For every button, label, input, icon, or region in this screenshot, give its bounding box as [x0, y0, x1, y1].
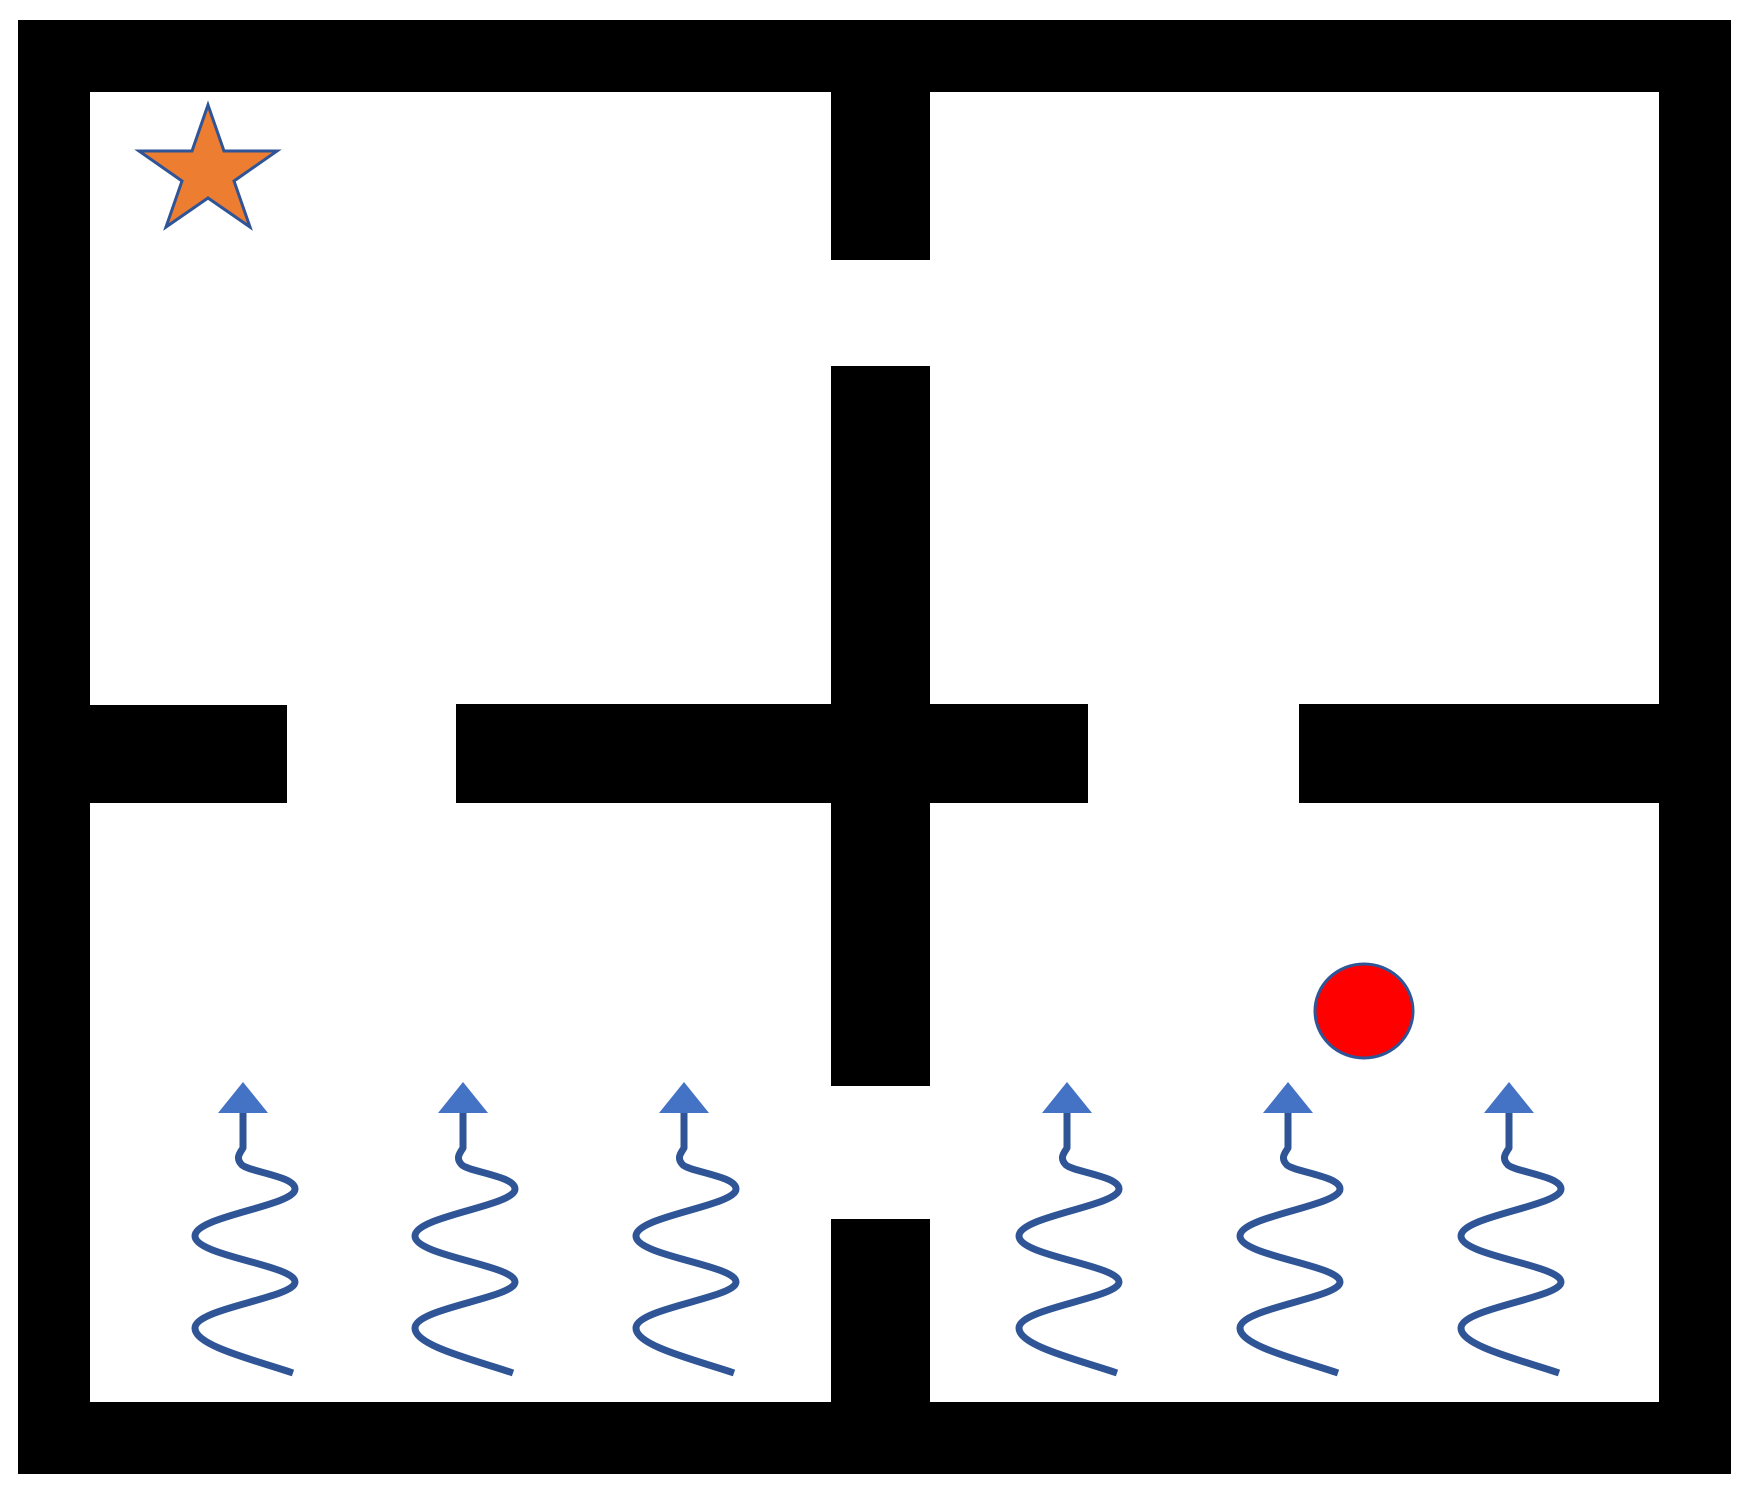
wind-wave-line — [411, 1110, 519, 1377]
agent-circle-icon — [1313, 962, 1415, 1060]
wall-vertical-bottom — [831, 1219, 930, 1402]
wind-arrowhead — [218, 1082, 268, 1113]
wind-arrowhead — [1263, 1082, 1313, 1113]
wind-arrow-icon — [191, 1082, 299, 1377]
wall-top — [18, 20, 1731, 92]
wind-wave-line — [632, 1110, 740, 1377]
wall-right — [1659, 20, 1731, 1474]
wind-wave-line — [1457, 1110, 1565, 1377]
wall-bottom — [18, 1402, 1731, 1474]
wind-arrow-icon — [1015, 1082, 1123, 1377]
wind-wave-line — [191, 1110, 299, 1377]
wind-arrowhead — [438, 1082, 488, 1113]
wind-arrow-icon — [632, 1082, 740, 1377]
wind-arrow-icon — [411, 1082, 519, 1377]
interior-walls — [90, 92, 1659, 1402]
wind-arrows — [191, 1082, 1565, 1377]
wind-wave-line — [1015, 1110, 1123, 1377]
outer-walls — [18, 20, 1731, 1474]
goal-star-icon — [134, 100, 282, 231]
wind-arrowhead — [659, 1082, 709, 1113]
wall-vertical-top — [831, 92, 930, 260]
wind-arrow-icon — [1236, 1082, 1344, 1377]
wall-horizontal-right — [1299, 704, 1659, 803]
wall-horizontal-center — [456, 704, 1088, 803]
wind-wave-line — [1236, 1110, 1344, 1377]
wall-left — [18, 20, 90, 1474]
wind-arrow-icon — [1457, 1082, 1565, 1377]
wind-arrowhead — [1484, 1082, 1534, 1113]
wall-horizontal-left — [90, 705, 287, 803]
wind-arrowhead — [1042, 1082, 1092, 1113]
